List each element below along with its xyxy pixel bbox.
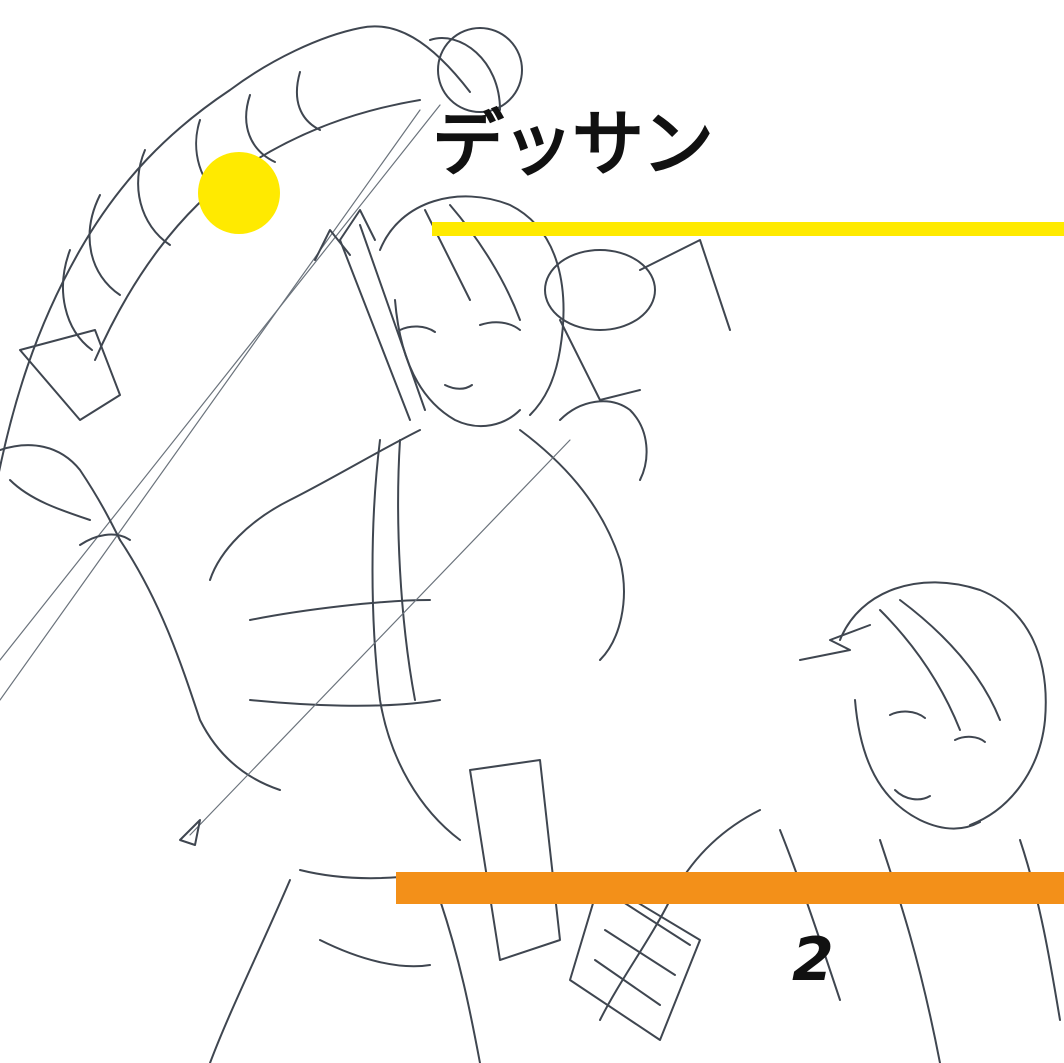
yellow-circle-marker	[198, 152, 280, 234]
orange-highlight-bar	[396, 872, 1064, 904]
girl-figure-drawing	[179, 195, 731, 1063]
yellow-highlight-bar	[432, 222, 1064, 236]
title-text: デッサン	[432, 101, 714, 186]
page-number: 2	[792, 925, 834, 995]
left-hand-drawing	[0, 444, 281, 791]
boy-figure-drawing	[569, 581, 1061, 1063]
